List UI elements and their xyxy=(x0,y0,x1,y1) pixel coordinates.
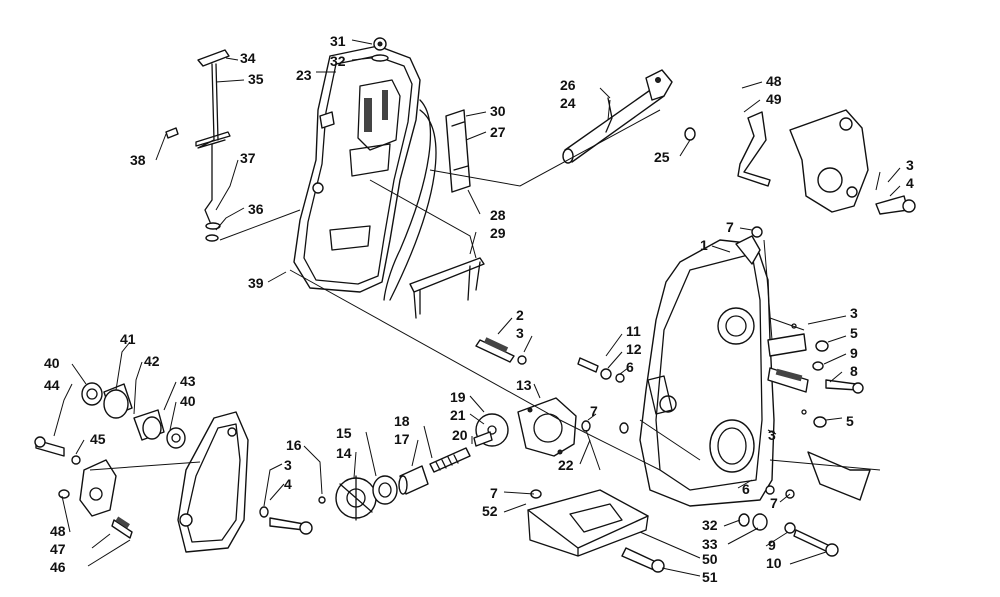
callout-32: 32 xyxy=(330,53,346,69)
callout-3: 3 xyxy=(850,305,858,321)
callout-12: 12 xyxy=(626,341,642,357)
shift-shaft xyxy=(562,69,696,164)
callout-46: 46 xyxy=(50,559,66,575)
callout-36: 36 xyxy=(248,201,264,217)
main-housing xyxy=(639,235,775,507)
callout-49: 49 xyxy=(766,91,782,107)
plate-bracket xyxy=(409,109,485,319)
pump-bolt xyxy=(259,496,326,535)
callout-25: 25 xyxy=(654,149,670,165)
chaincase-cover xyxy=(293,37,437,301)
callout-19: 19 xyxy=(450,389,466,405)
callout-7: 7 xyxy=(590,403,598,419)
callout-3: 3 xyxy=(284,457,292,473)
callout-48: 48 xyxy=(50,523,66,539)
callout-2: 2 xyxy=(516,307,524,323)
callout-22: 22 xyxy=(558,457,574,473)
callout-23: 23 xyxy=(296,67,312,83)
skid-bracket xyxy=(527,489,665,573)
callout-37: 37 xyxy=(240,150,256,166)
callout-44: 44 xyxy=(44,377,60,393)
callout-11: 11 xyxy=(626,323,641,339)
callout-9: 9 xyxy=(768,537,776,553)
callout-18: 18 xyxy=(394,413,410,429)
upper-right-bracket xyxy=(737,109,916,215)
chain-tensioner xyxy=(34,436,133,539)
pump-assembly xyxy=(398,397,629,495)
callout-33: 33 xyxy=(702,536,718,552)
callout-42: 42 xyxy=(144,353,160,369)
callout-26: 26 xyxy=(560,77,576,93)
callout-8: 8 xyxy=(850,363,858,379)
callout-27: 27 xyxy=(490,124,506,140)
callout-6: 6 xyxy=(742,481,750,497)
callout-32: 32 xyxy=(702,517,718,533)
callout-3: 3 xyxy=(768,427,776,443)
callout-34: 34 xyxy=(240,50,256,66)
callout-20: 20 xyxy=(452,427,468,443)
callout-47: 47 xyxy=(50,541,66,557)
callout-24: 24 xyxy=(560,95,576,111)
pump-plate xyxy=(335,475,398,521)
callout-31: 31 xyxy=(330,33,346,49)
callout-3: 3 xyxy=(906,157,914,173)
callout-5: 5 xyxy=(846,413,854,429)
callout-4: 4 xyxy=(284,476,292,492)
callout-3: 3 xyxy=(516,325,524,341)
side-cover xyxy=(177,411,249,553)
callout-28: 28 xyxy=(490,207,506,223)
callout-17: 17 xyxy=(394,431,410,447)
callout-29: 29 xyxy=(490,225,506,241)
lower-right-bolts xyxy=(738,485,839,557)
callout-45: 45 xyxy=(90,431,106,447)
dipstick-assembly xyxy=(165,49,231,242)
callout-16: 16 xyxy=(286,437,302,453)
bearings-left xyxy=(81,382,186,449)
hardware-right xyxy=(751,226,871,501)
callout-6: 6 xyxy=(626,359,634,375)
callout-40: 40 xyxy=(180,393,196,409)
callout-39: 39 xyxy=(248,275,264,291)
callout-51: 51 xyxy=(702,569,718,585)
callout-38: 38 xyxy=(130,152,146,168)
idler-bolt xyxy=(475,337,527,365)
callout-48: 48 xyxy=(766,73,782,89)
callout-7: 7 xyxy=(770,495,778,511)
callout-41: 41 xyxy=(120,331,136,347)
callout-leaders xyxy=(53,39,901,577)
callout-10: 10 xyxy=(766,555,782,571)
callout-5: 5 xyxy=(850,325,858,341)
callout-30: 30 xyxy=(490,103,506,119)
callout-21: 21 xyxy=(450,407,466,423)
callout-35: 35 xyxy=(248,71,264,87)
callout-40: 40 xyxy=(44,355,60,371)
callout-7: 7 xyxy=(490,485,498,501)
callout-15: 15 xyxy=(336,425,352,441)
callout-52: 52 xyxy=(482,503,498,519)
callout-7: 7 xyxy=(726,219,734,235)
callout-1: 1 xyxy=(700,237,708,253)
callout-13: 13 xyxy=(516,377,532,393)
callout-50: 50 xyxy=(702,551,718,567)
assembly-guide-lines xyxy=(89,99,881,471)
callout-4: 4 xyxy=(906,175,914,191)
small-bolts-center xyxy=(577,357,625,383)
callout-14: 14 xyxy=(336,445,352,461)
callout-43: 43 xyxy=(180,373,196,389)
callout-9: 9 xyxy=(850,345,858,361)
